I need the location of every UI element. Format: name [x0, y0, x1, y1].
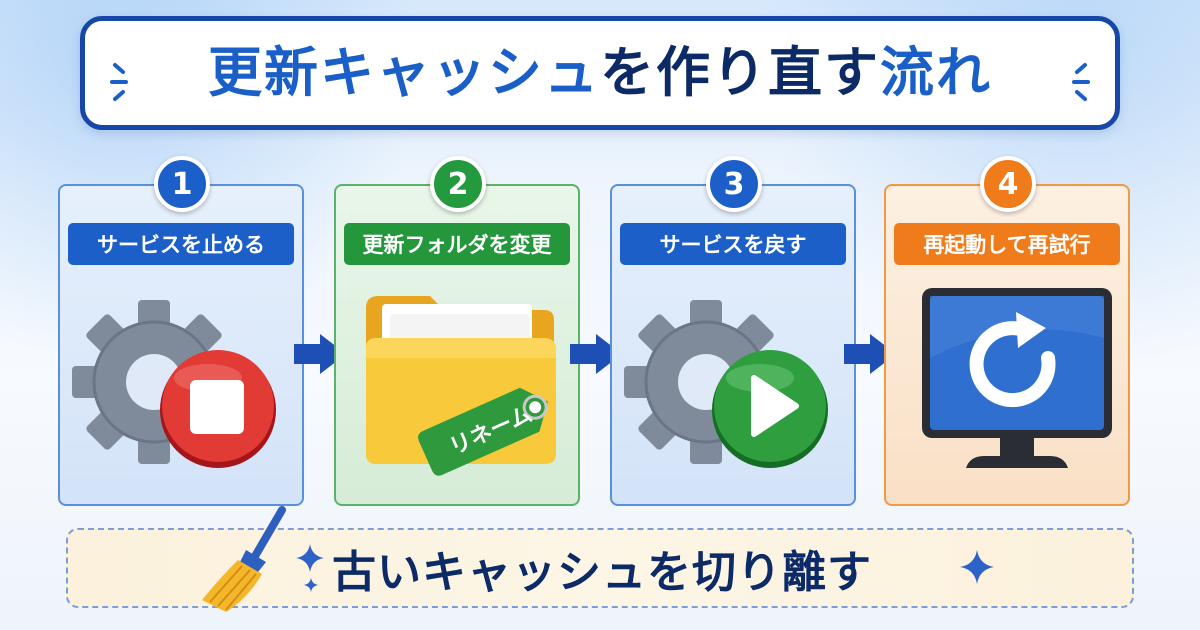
sparkle-star-small-left-icon: [304, 578, 318, 592]
folder-rename-icon: [366, 296, 556, 476]
step-label-4: 再起動して再試行: [894, 223, 1120, 265]
sparkle-star-left-icon: [296, 544, 324, 572]
monitor-restart-icon: [922, 288, 1112, 468]
step-label-1: サービスを止める: [68, 223, 294, 265]
bottom-banner-text: 古いキャッシュを切り離す: [332, 547, 872, 598]
title-part-3: 流れ: [880, 41, 992, 104]
gear-stop-icon: [72, 300, 276, 468]
step-card-3: 3 サービスを戻す: [610, 156, 856, 506]
sparkle-right-icon: [1072, 63, 1090, 101]
step-number-3: 3: [706, 156, 762, 212]
sparkle-left-icon: [110, 63, 128, 101]
flow-arrow-1: [294, 334, 346, 374]
step-label-2: 更新フォルダを変更: [344, 223, 570, 265]
rename-tag: [418, 387, 548, 476]
title-banner: 更新キャッシュを作り直す流れ: [80, 16, 1120, 130]
step-card-1: 1 サービスを止める: [58, 156, 304, 506]
step-number-4: 4: [980, 156, 1036, 212]
sparkle-star-right-icon: [960, 550, 994, 584]
step-card-4: 4 再起動して再試行: [884, 156, 1130, 506]
gear-play-icon: [624, 300, 828, 468]
step-number-2: 2: [430, 156, 486, 212]
flow-arrow-3: [844, 334, 896, 374]
flow-arrow-2: [570, 334, 622, 374]
page-title: 更新キャッシュを作り直す流れ: [208, 46, 992, 100]
step-card-2: 2 更新フォルダを変更 リネーム: [334, 156, 580, 506]
step-number-1: 1: [154, 156, 210, 212]
title-part-1: 更新キャッシュ: [208, 41, 600, 104]
broom-icon: [202, 506, 286, 612]
title-part-2: を作り直す: [600, 41, 880, 104]
step-label-3: サービスを戻す: [620, 223, 846, 265]
